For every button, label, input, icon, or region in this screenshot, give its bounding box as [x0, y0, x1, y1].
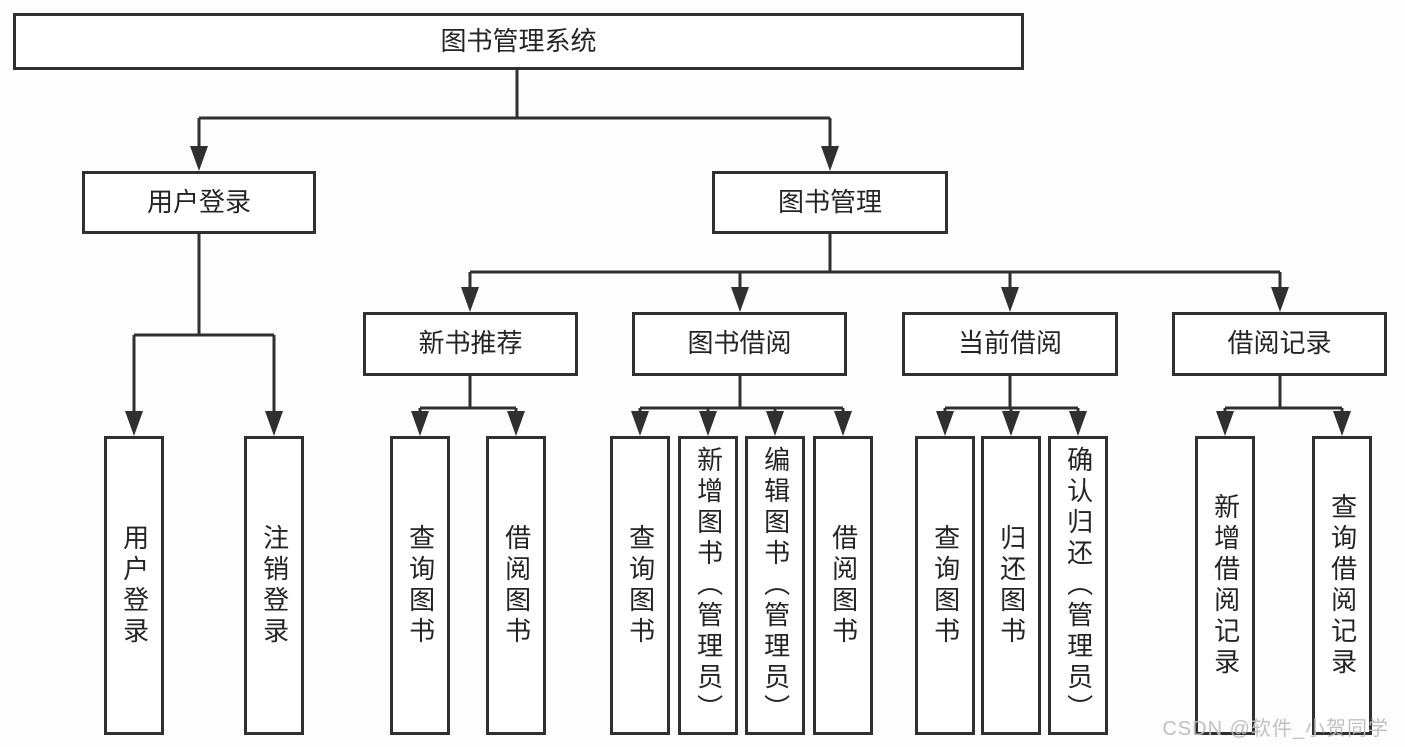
node-library-management-system: 图书管理系统 [13, 13, 1024, 70]
leaf-edit-book-admin: 编辑图书（管理员） [745, 436, 805, 735]
node-new-book-recommendation: 新书推荐 [363, 312, 578, 376]
leaf-return-book: 归还图书 [981, 436, 1041, 735]
leaf-query-books-recommend: 查询图书 [390, 436, 450, 735]
leaf-add-borrow-record: 新增借阅记录 [1195, 436, 1255, 735]
leaf-query-books-borrow: 查询图书 [610, 436, 670, 735]
leaf-query-borrow-record: 查询借阅记录 [1312, 436, 1372, 735]
leaf-logout: 注销登录 [244, 436, 304, 735]
node-book-borrowing: 图书借阅 [632, 312, 847, 376]
node-borrowing-records: 借阅记录 [1172, 312, 1387, 376]
leaf-add-book-admin: 新增图书（管理员） [678, 436, 738, 735]
node-current-borrowing: 当前借阅 [902, 312, 1118, 376]
node-book-management: 图书管理 [712, 171, 948, 234]
leaf-user-login: 用户登录 [104, 436, 164, 735]
leaf-borrow-books: 借阅图书 [813, 436, 873, 735]
leaf-borrow-books-recommend: 借阅图书 [486, 436, 546, 735]
node-user-login: 用户登录 [82, 171, 316, 234]
leaf-query-books-current: 查询图书 [915, 436, 975, 735]
leaf-confirm-return-admin: 确认归还（管理员） [1048, 436, 1108, 735]
